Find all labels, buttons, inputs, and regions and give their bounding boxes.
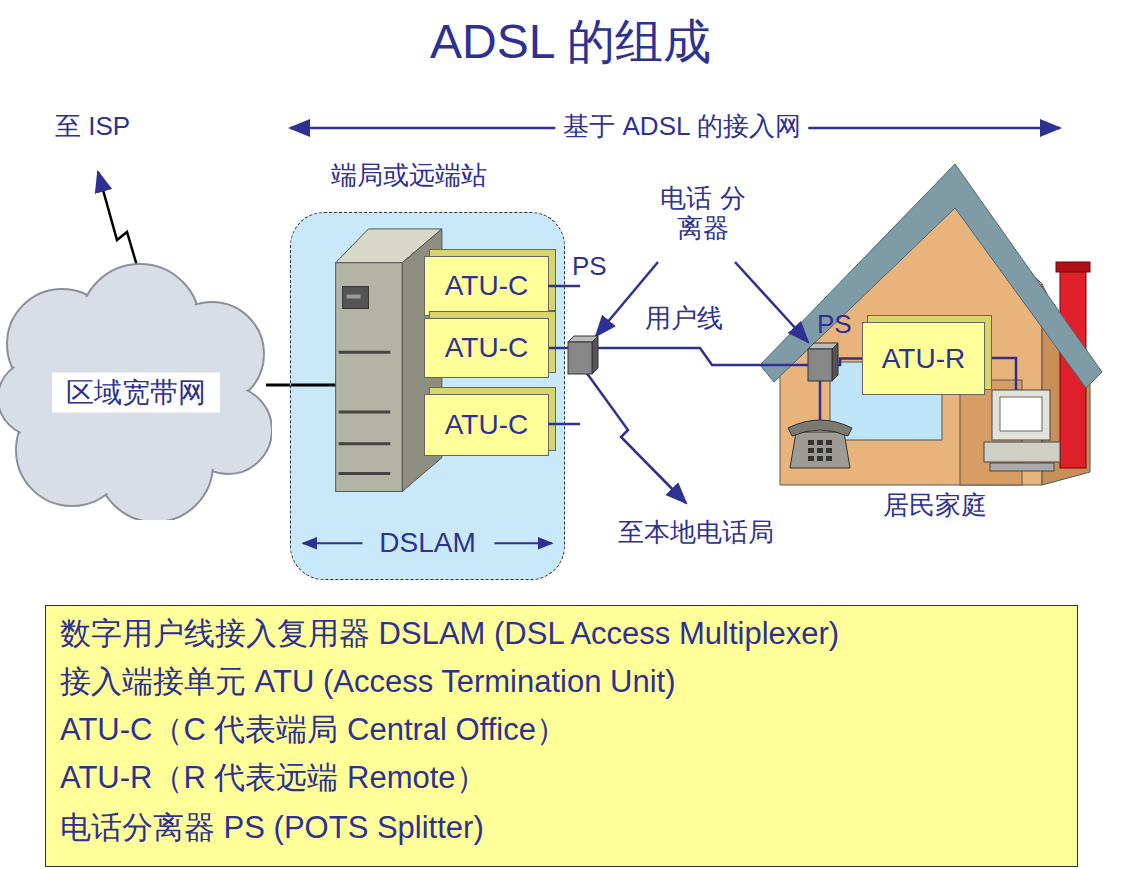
computer <box>992 390 1050 440</box>
note-line: ATU-R（R 代表远端 Remote） <box>60 760 487 796</box>
atu-c-wire <box>548 423 580 426</box>
box-label: ATU-C <box>445 409 528 441</box>
house-name: 居民家庭 <box>760 491 1110 521</box>
splitter-symbol <box>808 343 838 381</box>
dslam-name: DSLAM <box>291 527 564 559</box>
atu-c-box: ATU-C <box>424 256 549 316</box>
atu-c-wire <box>548 285 580 288</box>
atu-r-box: ATU-R <box>862 322 985 395</box>
telephone <box>790 432 850 468</box>
dslam-region: 端局或远端站DSLAMATU-CATU-CATU-C <box>290 212 565 580</box>
box-label: ATU-R <box>882 342 965 374</box>
office-label: 至本地电话局 <box>618 518 774 548</box>
notes-box: 数字用户线接入复用器 DSLAM (DSL Access Multiplexer… <box>45 605 1078 867</box>
note-line: 电话分离器 PS (POTS Splitter) <box>60 810 484 846</box>
atu-c-box: ATU-C <box>424 394 549 456</box>
network-name: 区域宽带网 <box>52 373 220 413</box>
line-label: 用户线 <box>645 304 723 334</box>
splitter-callout: 电话 分离器 <box>657 184 749 244</box>
note-line: 数字用户线接入复用器 DSLAM (DSL Access Multiplexer… <box>60 616 839 652</box>
network-span-label: 基于 ADSL 的接入网 <box>555 112 808 142</box>
site-heading: 端局或远端站 <box>331 161 487 191</box>
splitter-label: PS <box>817 310 852 340</box>
note-line: ATU-C（C 代表端局 Central Office） <box>60 712 567 748</box>
dimension-arrow <box>495 542 553 544</box>
cloud-network: 区域宽带网 <box>0 262 272 520</box>
splitter-label: PS <box>572 252 607 282</box>
splitter-symbol <box>568 336 598 374</box>
phone-office-line <box>586 372 686 503</box>
diagram-title: ADSL 的组成 <box>0 14 1141 69</box>
box-label: ATU-C <box>445 270 528 302</box>
box-label: ATU-C <box>445 332 528 364</box>
isp-link <box>98 172 140 276</box>
isp-label: 至 ISP <box>55 112 130 142</box>
note-line: 接入端接单元 ATU (Access Termination Unit) <box>60 664 676 700</box>
house: 居民家庭 ATU-R <box>760 150 1110 525</box>
connector-line <box>266 384 290 387</box>
dimension-arrow <box>303 542 363 544</box>
splitter-pointer <box>735 262 808 342</box>
atu-c-box: ATU-C <box>424 318 549 378</box>
